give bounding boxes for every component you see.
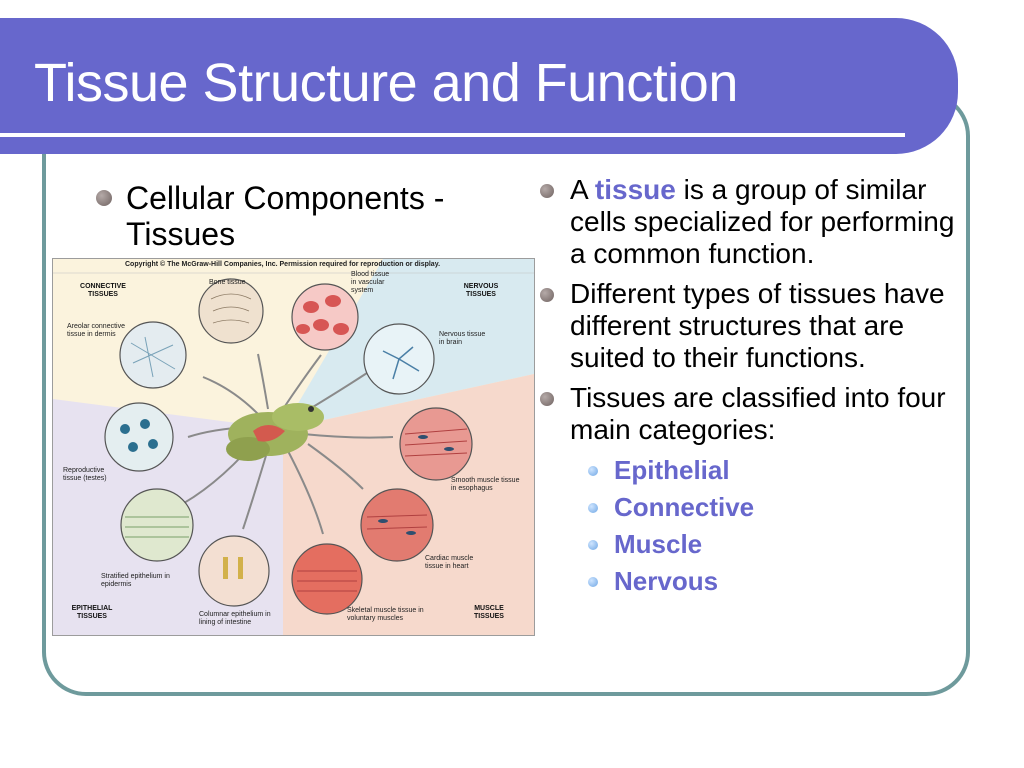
category-epithelial-item: Epithelial bbox=[570, 452, 970, 489]
bullet-tissue-definition: A tissue is a group of similar cells spe… bbox=[540, 174, 970, 270]
label-bone: Bone tissue bbox=[209, 279, 246, 286]
bullet-dot bbox=[540, 184, 554, 198]
sub-bullet-dot bbox=[588, 503, 598, 513]
smooth-muscle-circle bbox=[399, 407, 473, 481]
title-underline bbox=[0, 133, 905, 137]
category-connective: CONNECTIVE TISSUES bbox=[80, 283, 126, 298]
bullet-dot bbox=[540, 288, 554, 302]
bullet-categories: Tissues are classified into four main ca… bbox=[540, 382, 970, 600]
label-skeletal: Skeletal muscle tissue in voluntary musc… bbox=[347, 607, 424, 622]
label-stratified: Stratified epithelium in epidermis bbox=[101, 573, 170, 588]
bullet-2-text: Different types of tissues have differen… bbox=[570, 278, 945, 373]
category-connective-item: Connective bbox=[570, 489, 970, 526]
category-epithelial: EPITHELIAL TISSUES bbox=[71, 605, 113, 620]
skeletal-muscle-circle bbox=[291, 543, 363, 615]
sub-bullet-dot bbox=[588, 466, 598, 476]
left-bullet: Cellular Components - Tissues bbox=[96, 180, 536, 252]
category-muscle: MUSCLE TISSUES bbox=[474, 605, 504, 620]
areolar-tissue-circle bbox=[119, 321, 187, 389]
label-blood: Blood tissue in vascular system bbox=[351, 271, 390, 294]
category-label: Epithelial bbox=[614, 455, 730, 485]
sub-bullet-dot bbox=[588, 577, 598, 587]
reproductive-tissue-circle bbox=[104, 402, 174, 472]
right-bullet-list: A tissue is a group of similar cells spe… bbox=[540, 174, 970, 608]
bullet-dot bbox=[96, 190, 112, 206]
tissue-illustration bbox=[53, 259, 534, 635]
slide-title: Tissue Structure and Function bbox=[34, 53, 738, 113]
label-nervous: Nervous tissue in brain bbox=[439, 331, 486, 346]
category-label: Muscle bbox=[614, 529, 703, 559]
title-bar: Tissue Structure and Function bbox=[0, 18, 958, 154]
bullet-3-text: Tissues are classified into four main ca… bbox=[570, 382, 946, 445]
label-smooth: Smooth muscle tissue in esophagus bbox=[451, 477, 520, 492]
cardiac-muscle-circle bbox=[360, 488, 434, 562]
figure-copyright: Copyright © The McGraw-Hill Companies, I… bbox=[125, 261, 441, 268]
category-label: Connective bbox=[614, 492, 755, 522]
blood-tissue-circle bbox=[291, 283, 359, 351]
bone-tissue-circle bbox=[198, 278, 264, 344]
bullet-1-prefix: A bbox=[570, 174, 595, 205]
label-reproductive: Reproductive tissue (testes) bbox=[63, 467, 107, 482]
bullet-dot bbox=[540, 392, 554, 406]
category-muscle-item: Muscle bbox=[570, 526, 970, 563]
label-columnar: Columnar epithelium in lining of intesti… bbox=[199, 611, 271, 626]
columnar-epithelium-circle bbox=[198, 535, 270, 607]
category-list: Epithelial Connective Muscle Nervous bbox=[570, 452, 970, 600]
category-nervous: NERVOUS TISSUES bbox=[463, 283, 499, 298]
left-bullet-text: Cellular Components - Tissues bbox=[126, 180, 445, 252]
tissue-term: tissue bbox=[594, 174, 676, 205]
category-label: Nervous bbox=[614, 566, 719, 596]
bullet-1-suffix: is a group of similar cells specialized … bbox=[570, 174, 955, 269]
category-nervous-item: Nervous bbox=[570, 563, 970, 600]
tissue-figure: Copyright © The McGraw-Hill Companies, I… bbox=[52, 258, 535, 636]
stratified-epithelium-circle bbox=[120, 488, 194, 562]
label-cardiac: Cardiac muscle tissue in heart bbox=[425, 555, 474, 570]
bullet-different-types: Different types of tissues have differen… bbox=[540, 278, 970, 374]
frog-illustration bbox=[226, 403, 324, 461]
sub-bullet-dot bbox=[588, 540, 598, 550]
label-areolar: Areolar connective tissue in dermis bbox=[67, 323, 125, 338]
